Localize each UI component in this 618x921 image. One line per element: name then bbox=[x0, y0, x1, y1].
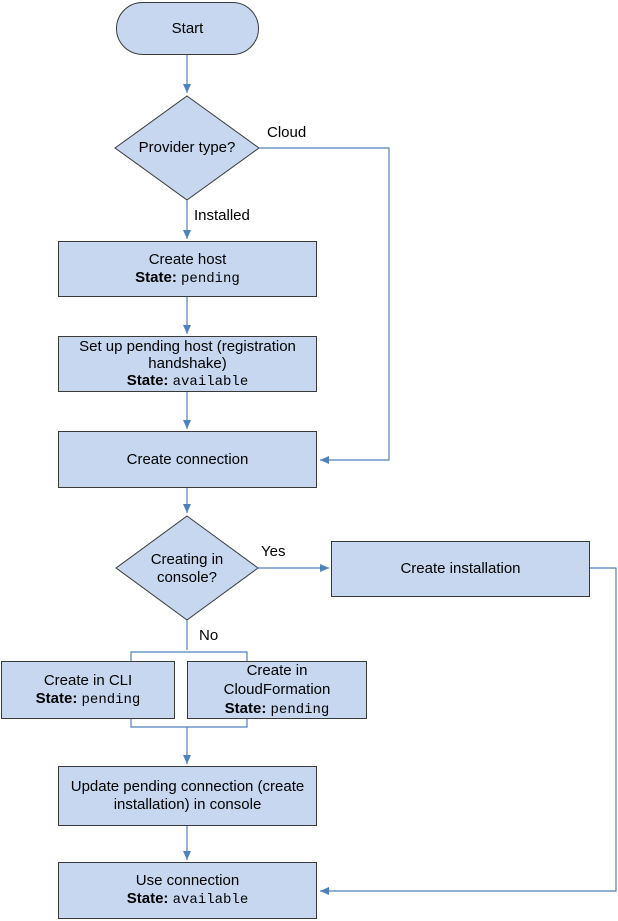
setup-host-state: State: available bbox=[126, 371, 249, 390]
create-cli-box: Create in CLI State: pending bbox=[1, 661, 175, 719]
create-host-title: Create host bbox=[148, 250, 227, 268]
use-connection-title: Use connection bbox=[135, 872, 240, 889]
create-cfn-line1: Create in bbox=[246, 661, 308, 679]
create-installation-box: Create installation bbox=[331, 541, 590, 597]
update-pending-box: Update pending connection (create instal… bbox=[58, 766, 317, 826]
edge-label-cloud: Cloud bbox=[267, 124, 307, 141]
setup-host-box: Set up pending host (registration handsh… bbox=[58, 336, 317, 392]
create-host-box: Create host State: pending bbox=[58, 241, 317, 297]
setup-host-title: Set up pending host (registration handsh… bbox=[79, 337, 296, 372]
create-cfn-line2: CloudFormation bbox=[223, 680, 331, 698]
update-pending-title: Update pending connection (create instal… bbox=[70, 778, 305, 813]
start-terminal: Start bbox=[116, 2, 259, 55]
start-label: Start bbox=[171, 19, 204, 37]
arrow-installation-to-use bbox=[320, 567, 617, 895]
create-cli-state: State: pending bbox=[35, 689, 141, 708]
branch-bottom-bracket bbox=[130, 719, 248, 728]
create-host-state: State: pending bbox=[135, 268, 240, 287]
create-connection-box: Create connection bbox=[58, 431, 317, 488]
branch-top-bracket bbox=[130, 651, 248, 661]
edge-label-installed: Installed bbox=[194, 207, 250, 224]
create-cfn-state: State: pending bbox=[224, 699, 330, 718]
provider-decision-label: Provider type? bbox=[138, 139, 236, 156]
console-decision-label: Creating in console? bbox=[150, 551, 224, 586]
create-installation-label: Create installation bbox=[400, 560, 521, 577]
create-cloudformation-box: Create in CloudFormation State: pending bbox=[187, 661, 367, 719]
edge-label-no: No bbox=[199, 627, 219, 644]
edge-label-yes: Yes bbox=[261, 543, 286, 560]
use-connection-state: State: available bbox=[126, 890, 249, 908]
use-connection-box: Use connection State: available bbox=[58, 862, 317, 919]
arrow-cloud-to-create-connection bbox=[259, 147, 390, 464]
create-cli-title: Create in CLI bbox=[43, 671, 133, 689]
create-connection-label: Create connection bbox=[126, 450, 249, 468]
